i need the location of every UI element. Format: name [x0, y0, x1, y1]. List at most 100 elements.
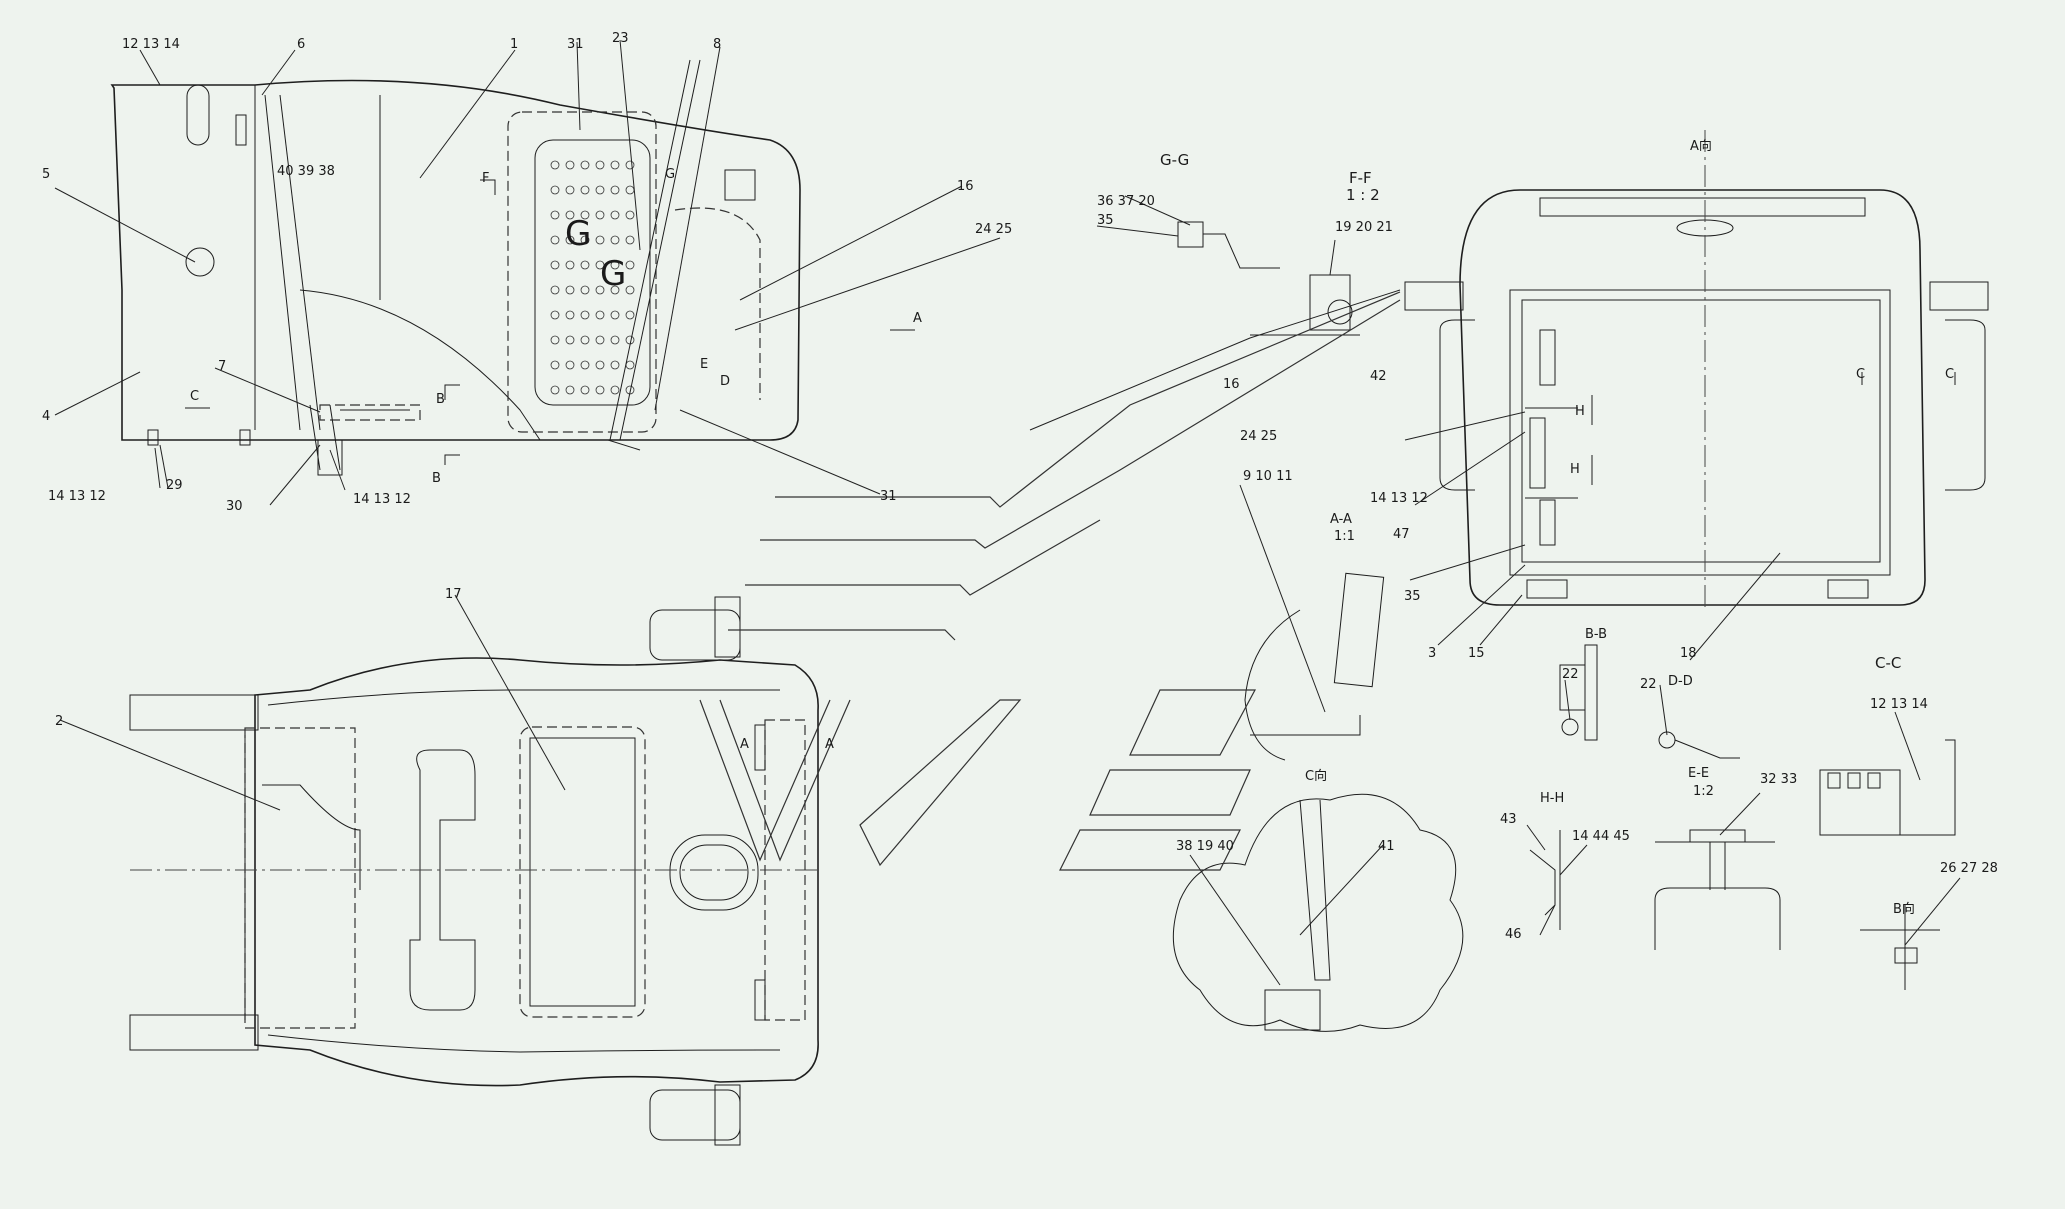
callout-38-19-40: 38 19 40	[1176, 839, 1234, 854]
watermark-stripe-4	[728, 629, 956, 641]
callout-35-right: 35	[1404, 589, 1421, 604]
bolt-marks	[147, 429, 251, 446]
watermark-block-2	[1089, 769, 1251, 816]
section-f: F	[482, 171, 489, 186]
watermark-block-3	[1059, 829, 1241, 871]
latch-arm	[309, 404, 341, 471]
gg-leader	[1096, 225, 1179, 237]
view-hh	[1529, 830, 1561, 930]
section-c: C	[190, 389, 199, 404]
callout-26-27-28: 26 27 28	[1940, 861, 1998, 876]
side-view-outline	[110, 79, 801, 441]
callout-2: 2	[55, 714, 63, 729]
dd-arm	[1674, 739, 1740, 759]
callout-35-top: 35	[1097, 213, 1114, 228]
left-rail-top	[129, 694, 259, 731]
view-gg	[1096, 195, 1280, 269]
roof-inner-bottom	[267, 1034, 781, 1053]
roof-hatch-dashed	[519, 726, 646, 1018]
callout-19-20-21: 19 20 21	[1335, 220, 1393, 235]
title-dd: D-D	[1668, 674, 1693, 689]
callout-9-10-11: 9 10 11	[1243, 469, 1293, 484]
latch-block	[235, 114, 247, 146]
callout-6: 6	[297, 37, 305, 52]
roof-inner-top	[267, 689, 780, 706]
section-g-a: G	[665, 167, 675, 182]
gg-leader-top	[1124, 195, 1191, 226]
callout-12-13-14-top: 12 13 14	[122, 37, 180, 52]
front-top-strip	[1539, 197, 1866, 217]
callout-41: 41	[1378, 839, 1395, 854]
callout-43: 43	[1500, 812, 1517, 827]
side-grille-panel	[534, 139, 651, 406]
roof-vent-outer	[669, 834, 759, 911]
front-hinges	[754, 724, 766, 1021]
front-view-outline	[1459, 189, 1926, 606]
foot-left	[1526, 579, 1568, 599]
section-h-marks	[1525, 395, 1593, 499]
bdir-nut	[1894, 947, 1918, 964]
callout-40-39-38: 40 39 38	[277, 164, 335, 179]
grille-dots	[550, 160, 635, 395]
cc-nut-c	[1867, 772, 1881, 789]
title-c-direction: C向	[1305, 768, 1327, 784]
roof-hatch	[529, 737, 636, 1007]
leader-lines	[54, 39, 1961, 946]
title-aa-scale: 1:1	[1334, 529, 1355, 544]
right-mirror	[1929, 281, 1989, 311]
latch-body	[317, 439, 343, 476]
section-arrow-f	[480, 179, 496, 195]
callout-24-25-top: 24 25	[975, 222, 1012, 237]
gas-strut	[609, 59, 691, 441]
aa-leader	[1239, 484, 1326, 713]
section-a-left: A	[740, 737, 749, 752]
section-b-bottom: B	[432, 471, 441, 486]
aa-curve	[1244, 609, 1301, 761]
wheel-arch-curve	[299, 289, 541, 441]
section-g-b: G	[565, 214, 591, 254]
callout-47: 47	[1393, 527, 1410, 542]
aa-frame	[1333, 572, 1385, 688]
callout-42: 42	[1370, 369, 1387, 384]
roof-outline	[254, 657, 819, 1087]
title-ee: E-E	[1688, 766, 1709, 781]
mirror-bottom	[649, 1089, 741, 1141]
section-h-top: H	[1575, 404, 1585, 419]
roof-vent-inner	[679, 844, 749, 901]
watermark-block-1	[1129, 689, 1257, 756]
callout-23: 23	[612, 31, 629, 46]
title-b-direction: B向	[1893, 901, 1915, 917]
callout-3: 3	[1428, 646, 1436, 661]
callout-29: 29	[166, 478, 183, 493]
windshield-frame	[1509, 289, 1891, 576]
callout-24-25-mid: 24 25	[1240, 429, 1277, 444]
section-h-bottom: H	[1570, 462, 1580, 477]
left-handrail	[1439, 319, 1475, 491]
callout-14-44-45: 14 44 45	[1572, 829, 1630, 844]
watermark-slant	[859, 699, 1022, 867]
view-bb	[1559, 644, 1598, 741]
callout-14-13-12-left: 14 13 12	[48, 489, 106, 504]
view-cc	[1819, 739, 1956, 836]
watermark-stripe-1	[775, 291, 1401, 508]
callout-15: 15	[1468, 646, 1485, 661]
watermark-v-1	[699, 699, 831, 862]
detail-cloud	[1172, 793, 1464, 1032]
title-gg: G-G	[1160, 151, 1189, 169]
view-dd	[1658, 731, 1740, 759]
hh-arm	[1529, 849, 1556, 916]
bb-pin	[1561, 718, 1579, 736]
mirror-top-bracket	[714, 596, 741, 658]
right-handrail	[1945, 319, 1986, 491]
callout-31-bottom: 31	[880, 489, 897, 504]
callout-22-bb: 22	[1562, 667, 1579, 682]
callout-14-13-12-right: 14 13 12	[1370, 491, 1428, 506]
slot-hole	[186, 84, 210, 146]
callout-14-13-12-mid: 14 13 12	[353, 492, 411, 507]
cc-nut-a	[1827, 772, 1841, 789]
ee-channel	[1654, 887, 1781, 950]
pillar-line-b	[279, 94, 321, 431]
section-c-right: C	[1945, 367, 1954, 382]
